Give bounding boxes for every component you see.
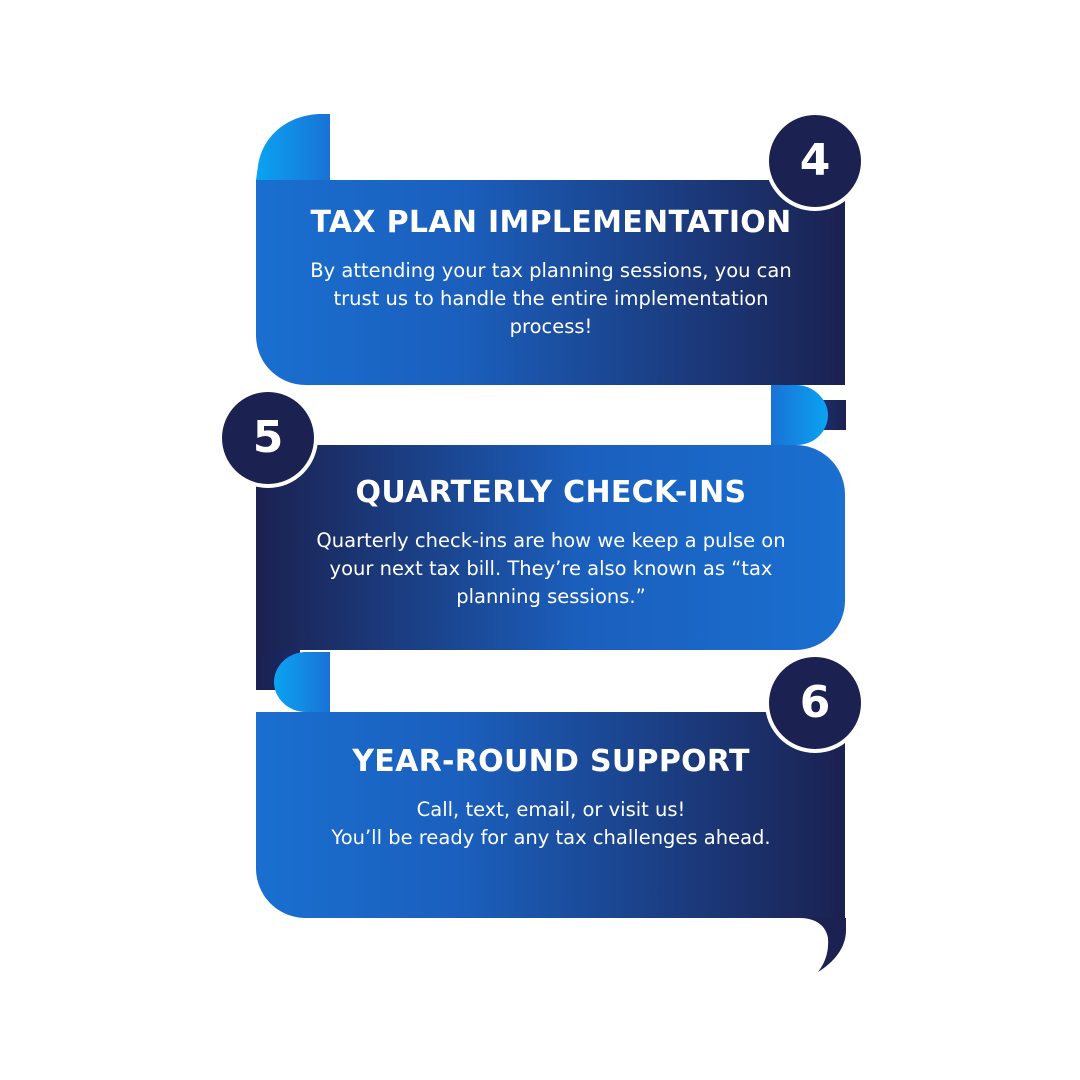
step-number-badge: 4: [765, 111, 865, 211]
curl-top-1: [256, 114, 330, 180]
step-number: 5: [252, 412, 284, 463]
badge-4-circle: [769, 115, 861, 207]
description-line: process!: [509, 315, 593, 338]
panel-2: [256, 445, 845, 650]
curl-right-2: [771, 385, 828, 445]
badge-4-inner-ring: [770, 116, 860, 206]
ribbon-tail: [790, 918, 846, 972]
step-title: QUARTERLY CHECK-INS: [355, 475, 747, 510]
step-title: TAX PLAN IMPLEMENTATION: [310, 205, 792, 240]
description-line: trust us to handle the entire implementa…: [333, 287, 769, 310]
step-title: YEAR-ROUND SUPPORT: [352, 744, 750, 779]
step-number: 4: [799, 135, 831, 186]
step-description: By attending your tax planning sessions,…: [266, 257, 836, 341]
panel-1: [256, 180, 845, 385]
description-line: You’ll be ready for any tax challenges a…: [331, 826, 771, 849]
step-number: 6: [799, 677, 831, 728]
step-description: Quarterly check-ins are how we keep a pu…: [266, 527, 836, 611]
description-line: Quarterly check-ins are how we keep a pu…: [316, 529, 786, 552]
description-line: Call, text, email, or visit us!: [416, 798, 686, 821]
description-line: planning sessions.”: [456, 585, 646, 608]
step-number-badge: 5: [218, 388, 318, 488]
step-description: Call, text, email, or visit us! You’ll b…: [266, 796, 836, 852]
badge-6-circle: [769, 657, 861, 749]
description-line: your next tax bill. They’re also known a…: [329, 557, 773, 580]
curl-left-3: [274, 652, 330, 712]
step-number-badge: 6: [765, 653, 865, 753]
badge-5-circle: [222, 392, 314, 484]
description-line: By attending your tax planning sessions,…: [310, 259, 792, 282]
panel-3: [256, 712, 845, 918]
